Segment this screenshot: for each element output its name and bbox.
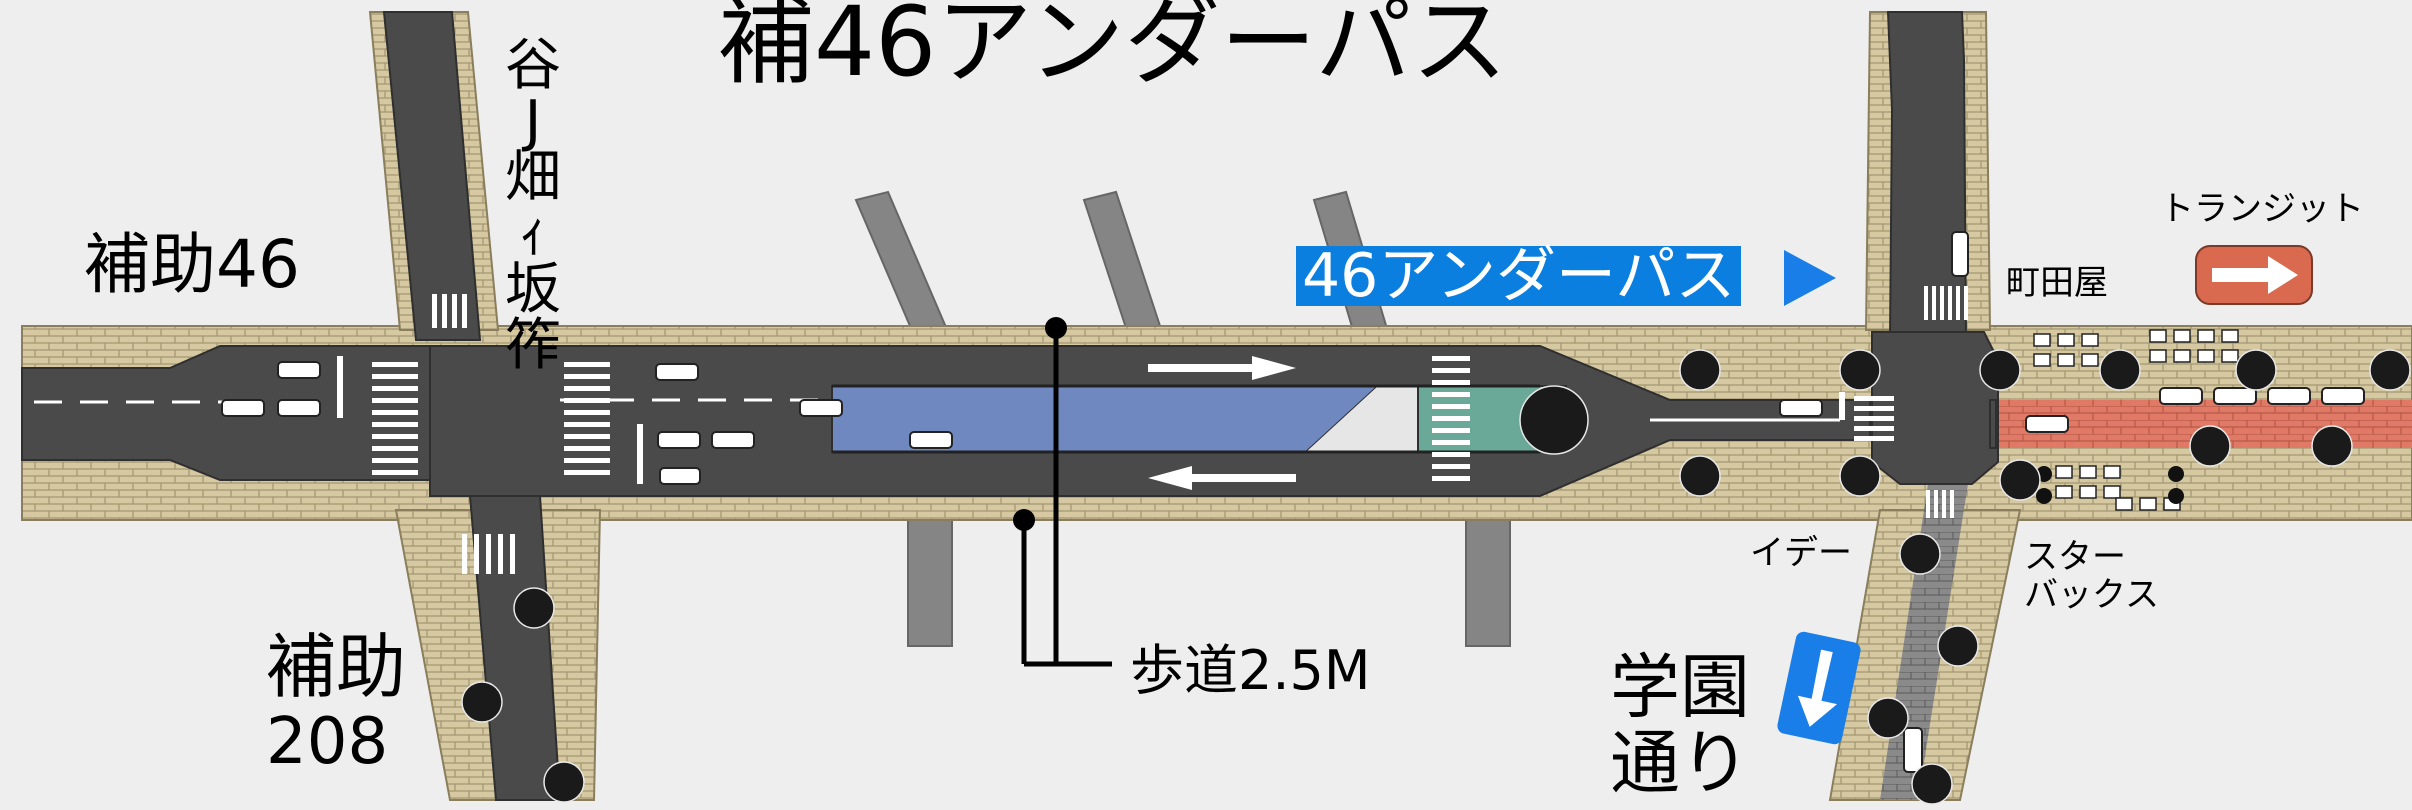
car-icon [655,363,699,381]
tree-icon [1911,763,1953,805]
right-arrow-blue-icon [1784,250,1836,306]
tree-icon [2311,425,2353,467]
tree-icon [2099,349,2141,391]
place-machida: 町田屋 [2006,263,2108,303]
road-label-hojo208-line1: 補助 [266,626,406,708]
crosswalks [372,286,1968,574]
place-transit: トランジット [2160,189,2364,229]
car-icon [799,399,843,417]
tree-icon [1519,385,1589,455]
map-title: 補46アンダーパス [718,0,1508,98]
down-arrow-sign-icon [1777,631,1861,745]
car-icon [711,431,755,449]
tree-icon [543,761,585,803]
underpass-highlight-label: 46アンダーパス [1296,246,1742,306]
vertical-char: J [524,89,542,154]
starbucks-line2: バックス [2024,575,2159,616]
tree-icon [2189,425,2231,467]
tree-icon [1839,349,1881,391]
car-icon [2213,387,2257,405]
underpass-light-area [1306,386,1418,452]
car-icon [909,431,953,449]
road-label-hojo46: 補助46 [84,226,300,303]
car-icon [659,467,701,485]
cars [221,231,2365,773]
car-icon [2321,387,2365,405]
sidewalk-pointer [1021,328,1112,667]
car-icon [2159,387,2203,405]
sidewalk-width-label: 歩道2.5M [1130,639,1371,702]
road-label-hojo208: 補助 208 [266,632,406,774]
vertical-street-label: 谷 J 畑 ｨ 坂 筰 [498,38,568,374]
gakuen-line2: 通り [1610,721,1750,804]
cafe-tables [2033,329,2239,511]
car-icon [1903,727,1923,773]
tree-icon [2235,349,2277,391]
vertical-char: 谷 [505,33,561,98]
vertical-char: 坂 [505,257,561,322]
tree-icon [1899,533,1941,575]
tree-icon [1839,455,1881,497]
car-icon [657,431,701,449]
car-icon [277,361,321,379]
vertical-char: ｨ [519,201,547,266]
vertical-char: 筰 [505,313,561,378]
trees [461,349,2411,805]
tree-icon [1679,349,1721,391]
car-icon [1951,231,1969,277]
right-arrow-sign-icon [2195,245,2313,305]
car-icon [2025,415,2069,433]
lane-markings [34,356,1845,484]
tree-icon [2369,349,2411,391]
vertical-char: 畑 [505,145,561,210]
gakuen-line1: 学園 [1610,646,1750,728]
starbucks-line1: スター [2024,537,2126,577]
gakuen-street-label: 学園 通り [1610,646,1750,804]
tree-icon [1937,625,1979,667]
tree-icon [1679,455,1721,497]
tree-icon [1867,697,1909,739]
tree-icon [1979,349,2021,391]
car-icon [2267,387,2311,405]
car-icon [221,399,265,417]
tree-icon [1999,459,2041,501]
tree-icon [513,587,555,629]
place-ide: イデー [1750,533,1852,573]
car-icon [1779,399,1823,417]
road-label-hojo208-line2: 208 [266,705,389,779]
car-icon [277,399,321,417]
place-starbucks: スター バックス [2024,538,2159,614]
tree-icon [461,681,503,723]
lane-arrows [1148,356,1296,490]
